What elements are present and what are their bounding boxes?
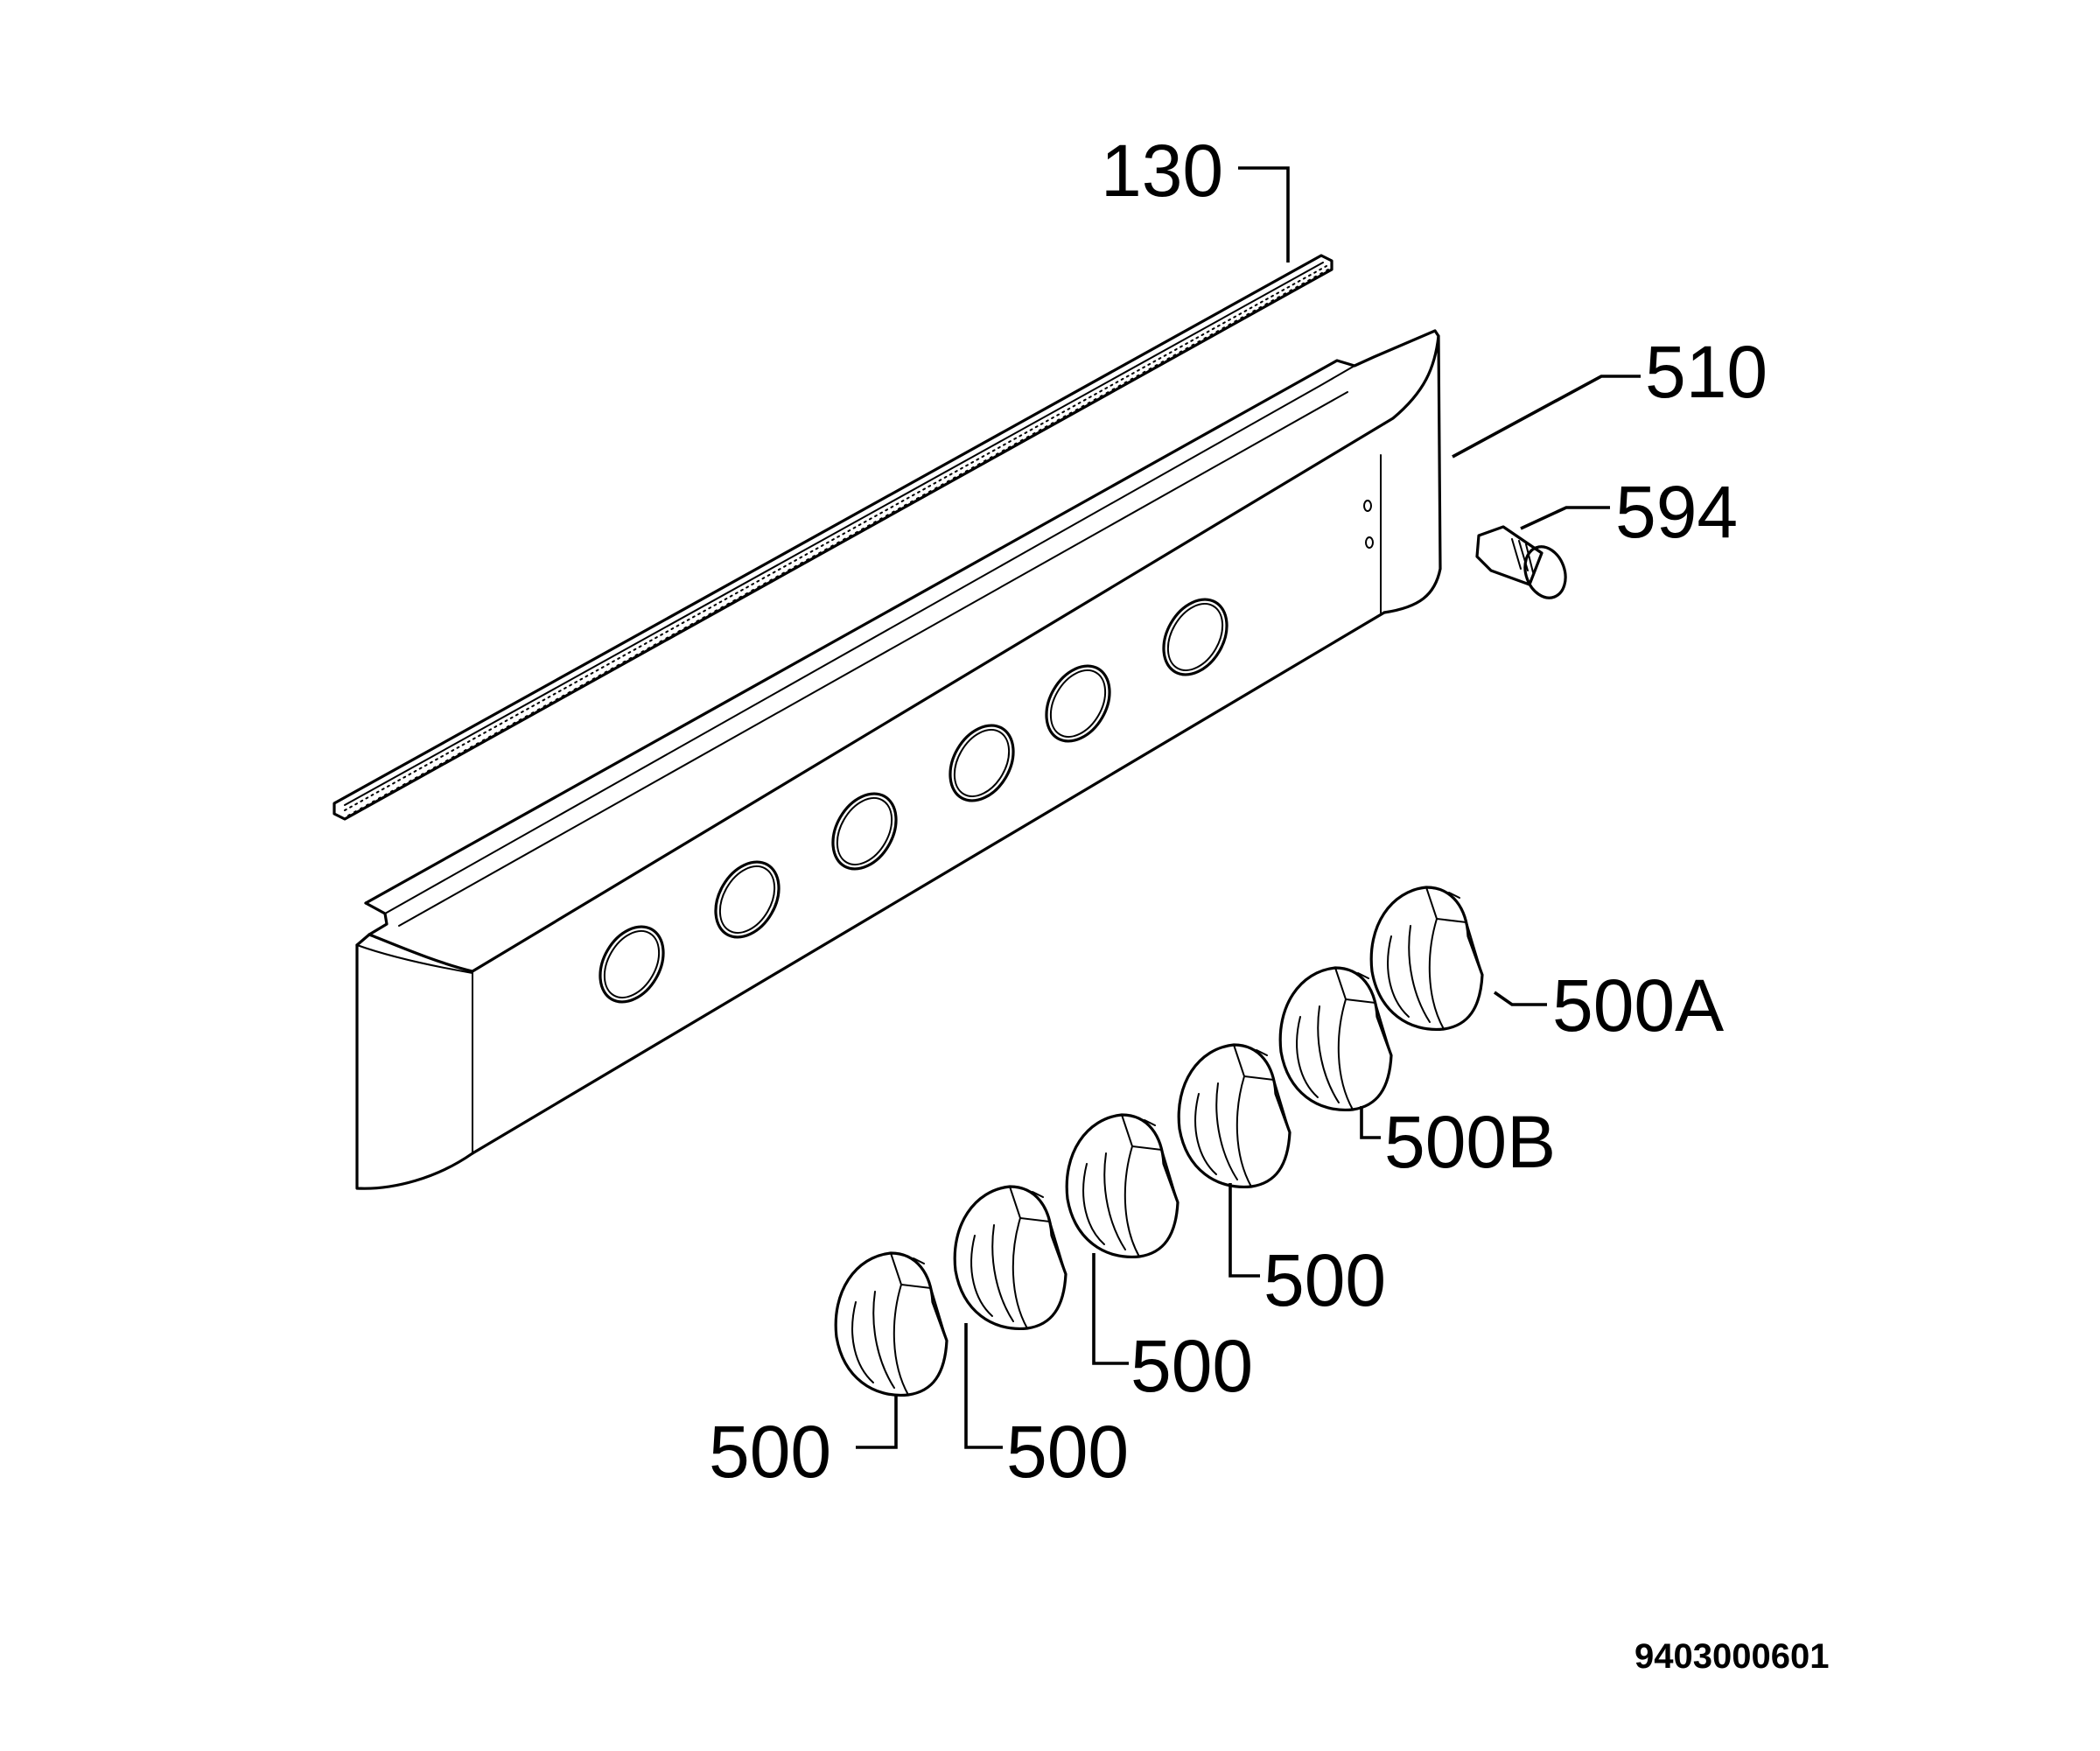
label-130: 130 <box>1101 130 1223 212</box>
bulb-594 <box>1475 525 1567 599</box>
control-panel-510 <box>355 329 1442 1190</box>
knob-3 <box>1065 1113 1180 1259</box>
label-500-3: 500 <box>1130 1325 1253 1407</box>
label-594: 594 <box>1615 471 1738 553</box>
label-500-1: 500 <box>709 1411 831 1493</box>
label-500b: 500B <box>1384 1101 1556 1183</box>
drawing-code: 9403000601 <box>1634 1637 1829 1676</box>
label-500a: 500A <box>1552 964 1724 1047</box>
knob-a <box>1369 886 1484 1032</box>
knob-4 <box>1177 1043 1292 1189</box>
label-500-2: 500 <box>1006 1411 1129 1493</box>
knobs <box>834 886 1484 1397</box>
trim-strip-130 <box>332 254 1334 821</box>
knob-b <box>1278 966 1393 1112</box>
label-510: 510 <box>1645 331 1768 413</box>
knob-holes <box>598 598 1228 1004</box>
knob-2 <box>953 1185 1068 1331</box>
label-500-4: 500 <box>1264 1239 1386 1321</box>
leader-lines <box>856 166 1641 1449</box>
knob-1 <box>834 1251 948 1397</box>
